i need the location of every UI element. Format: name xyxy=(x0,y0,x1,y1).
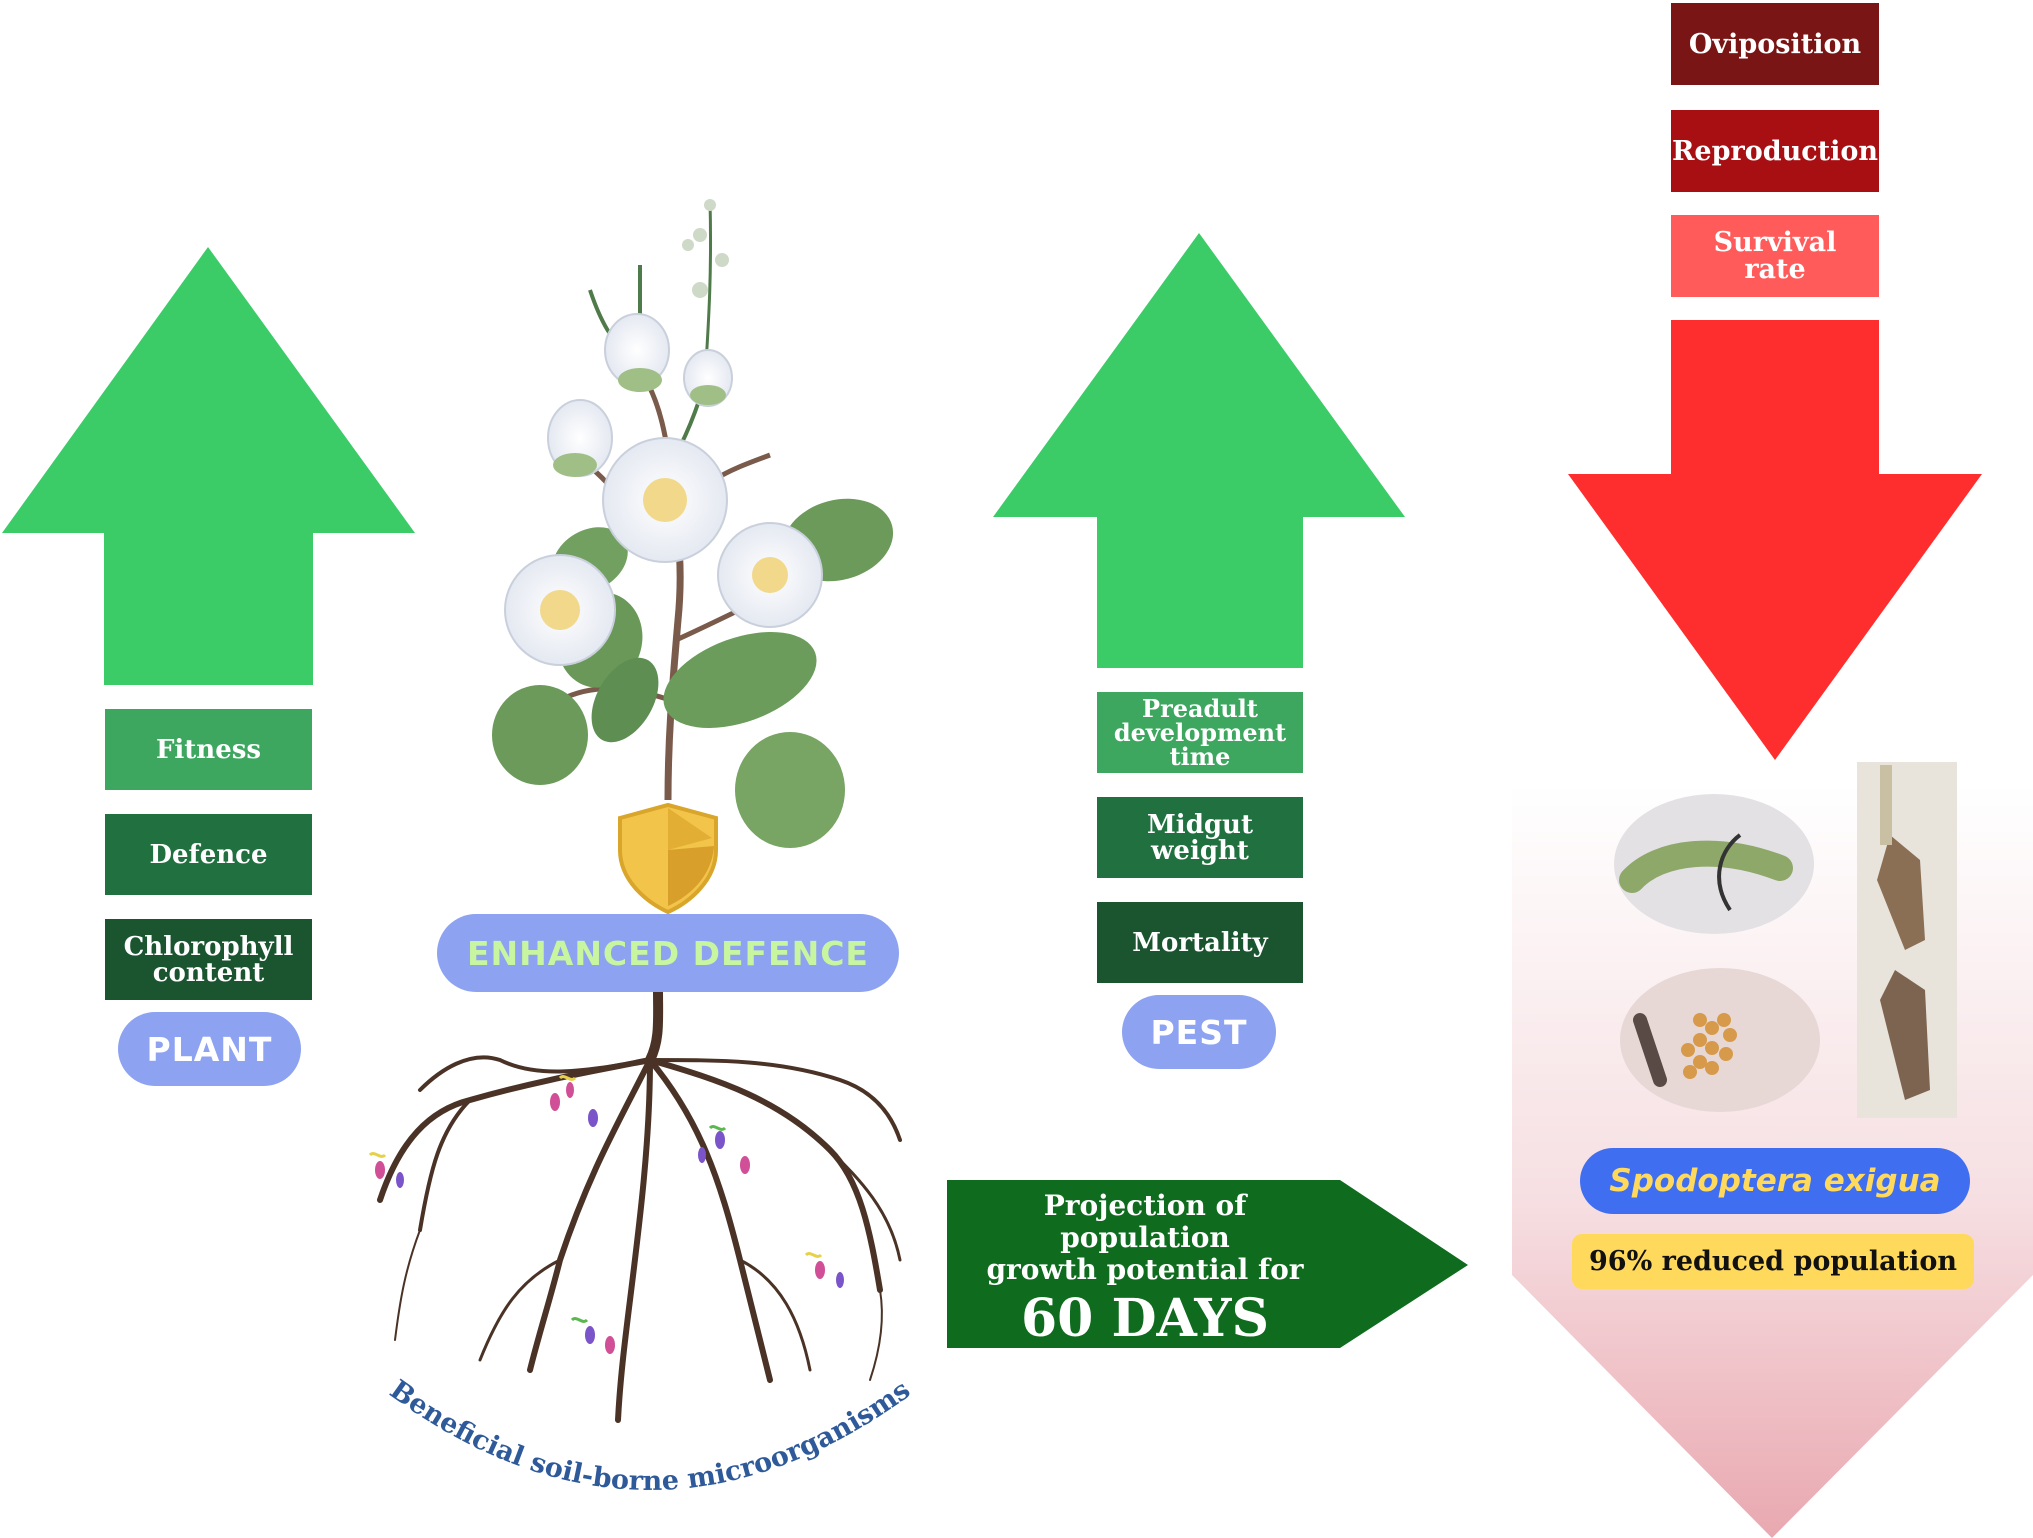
projection-line-2: growth potential for xyxy=(986,1253,1304,1286)
plant-defence-box: Defence xyxy=(105,814,312,895)
survival-rate-box: Survival rate xyxy=(1671,215,1879,297)
result-badge: 96% reduced population xyxy=(1572,1234,1974,1289)
shield-icon xyxy=(618,802,718,915)
pest-preadult-box: Preadult development time xyxy=(1097,692,1303,773)
projection-line-1: Projection of population xyxy=(1043,1189,1247,1254)
plant-chlorophyll-box: Chlorophyll content xyxy=(105,919,312,1000)
moth-photo xyxy=(1857,762,1957,1118)
reproduction-box: Reproduction xyxy=(1671,110,1879,192)
plant-illustration xyxy=(492,199,894,848)
projection-text: Projection of population growth potentia… xyxy=(955,1190,1335,1352)
plant-up-arrow xyxy=(2,247,415,685)
result-text: 96% reduced population xyxy=(1589,1246,1957,1277)
caterpillar-photo xyxy=(1614,794,1814,934)
oviposition-box: Oviposition xyxy=(1671,3,1879,85)
projection-arrow xyxy=(947,1180,1468,1348)
projection-days: 60 DAYS xyxy=(1021,1288,1269,1349)
enhanced-defence-label: ENHANCED DEFENCE xyxy=(437,914,899,992)
microbes-label: Beneficial soil-borne microorganisms xyxy=(384,1374,916,1497)
plant-fitness-box: Fitness xyxy=(105,709,312,790)
roots-illustration xyxy=(377,985,902,1423)
pest-down-arrow xyxy=(1568,320,1982,760)
pest-mortality-box: Mortality xyxy=(1097,902,1303,983)
pest-label: PEST xyxy=(1122,995,1276,1069)
eggs-photo xyxy=(1620,968,1820,1112)
species-badge: Spodoptera exigua xyxy=(1580,1148,1970,1214)
plant-label: PLANT xyxy=(118,1012,301,1086)
microbes-illustration xyxy=(368,1075,844,1354)
pest-midgut-box: Midgut weight xyxy=(1097,797,1303,878)
pest-up-arrow xyxy=(993,233,1405,668)
species-name: Spodoptera exigua xyxy=(1609,1163,1941,1199)
